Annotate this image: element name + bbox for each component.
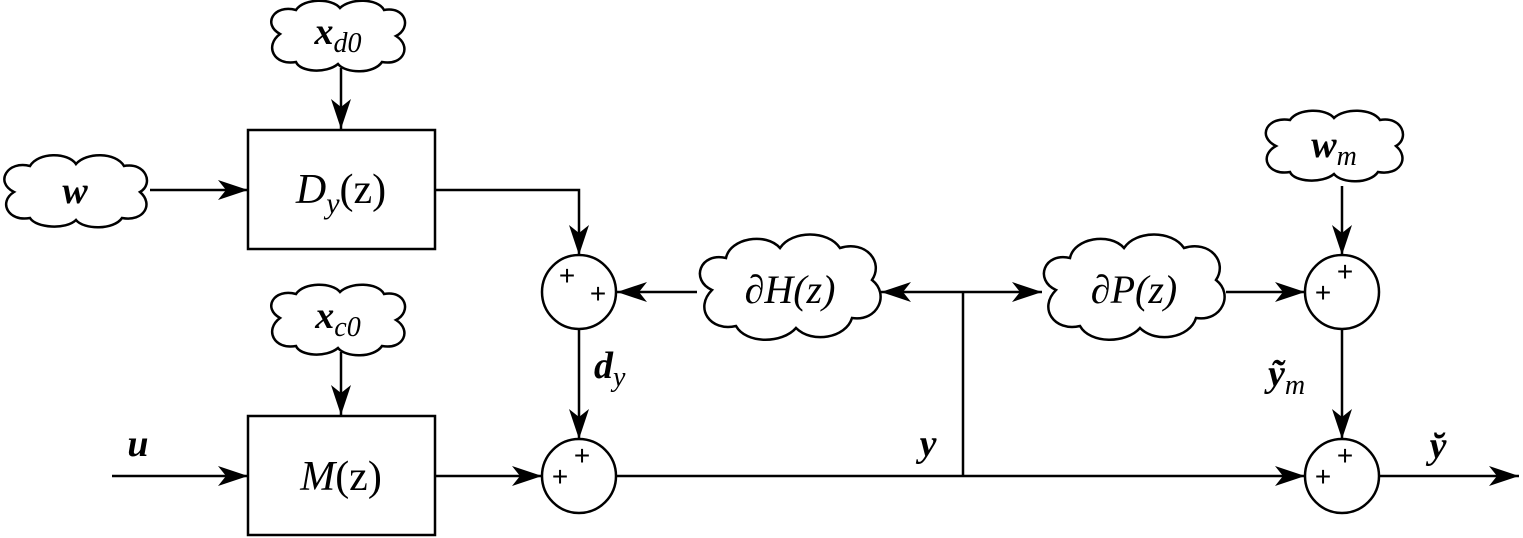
- sum-junction-4: + +: [1303, 437, 1381, 515]
- cloud-xd0-sub: d0: [334, 28, 362, 59]
- block-dy-name: D: [295, 167, 326, 213]
- cloud-dp-label: ∂P(z): [1091, 267, 1177, 312]
- svg-text:xd0: xd0: [314, 11, 362, 59]
- signal-ym-main: ỹ: [1264, 353, 1286, 395]
- sum-junction-3: + +: [1303, 253, 1381, 331]
- cloud-wm-main: w: [1311, 124, 1337, 166]
- svg-text:xc0: xc0: [314, 295, 360, 343]
- cloud-dp: ∂P(z): [1042, 233, 1226, 341]
- signal-y-label: y: [916, 423, 937, 465]
- sum-1-sign-right: +: [590, 278, 606, 309]
- block-dy-arg: (z): [340, 167, 387, 213]
- signal-dy-main: d: [594, 345, 614, 387]
- cloud-dh: ∂H(z): [698, 233, 882, 341]
- cloud-xc0-sub: c0: [334, 312, 360, 343]
- svg-text:Dy(z): Dy(z): [295, 167, 386, 220]
- block-m-name: M: [299, 454, 337, 500]
- connections: [112, 68, 1519, 486]
- cloud-xd0: xd0: [270, 0, 407, 73]
- sum-4-sign-top: +: [1337, 440, 1353, 471]
- cloud-xc0: xc0: [270, 283, 407, 357]
- svg-text:wm: wm: [1311, 124, 1357, 172]
- sum-2-sign-top: +: [574, 440, 590, 471]
- block-m: M(z): [246, 414, 437, 537]
- cloud-w-label: w: [62, 170, 88, 212]
- sum-3-sign-left: +: [1315, 277, 1331, 308]
- block-m-arg: (z): [335, 454, 382, 500]
- signal-ym-label: ỹm: [1264, 353, 1305, 401]
- cloud-w: w: [3, 154, 149, 229]
- cloud-xc0-main: x: [314, 295, 334, 337]
- sum-1-sign-top: +: [559, 260, 575, 291]
- signal-ym-sub: m: [1285, 370, 1305, 401]
- sum-junction-1: + +: [540, 253, 618, 331]
- cloud-dh-label: ∂H(z): [745, 267, 836, 312]
- sum-2-sign-left: +: [552, 461, 568, 492]
- line-dy-to-sum1: [436, 188, 589, 255]
- block-dy: Dy(z): [246, 128, 437, 251]
- svg-text:M(z): M(z): [299, 454, 382, 500]
- signal-dy-sub: y: [610, 362, 626, 393]
- cloud-xd0-main: x: [314, 11, 334, 53]
- signal-dy-label: dy: [594, 345, 626, 393]
- sum-junction-2: + +: [540, 437, 618, 515]
- sum-3-sign-top: +: [1337, 256, 1353, 287]
- block-dy-sub: y: [323, 187, 340, 220]
- signal-u-label: u: [127, 423, 148, 465]
- signal-output-label: y̆: [1426, 425, 1447, 467]
- cloud-wm: wm: [1264, 109, 1405, 183]
- cloud-wm-sub: m: [1337, 141, 1357, 172]
- sum-4-sign-left: +: [1315, 461, 1331, 492]
